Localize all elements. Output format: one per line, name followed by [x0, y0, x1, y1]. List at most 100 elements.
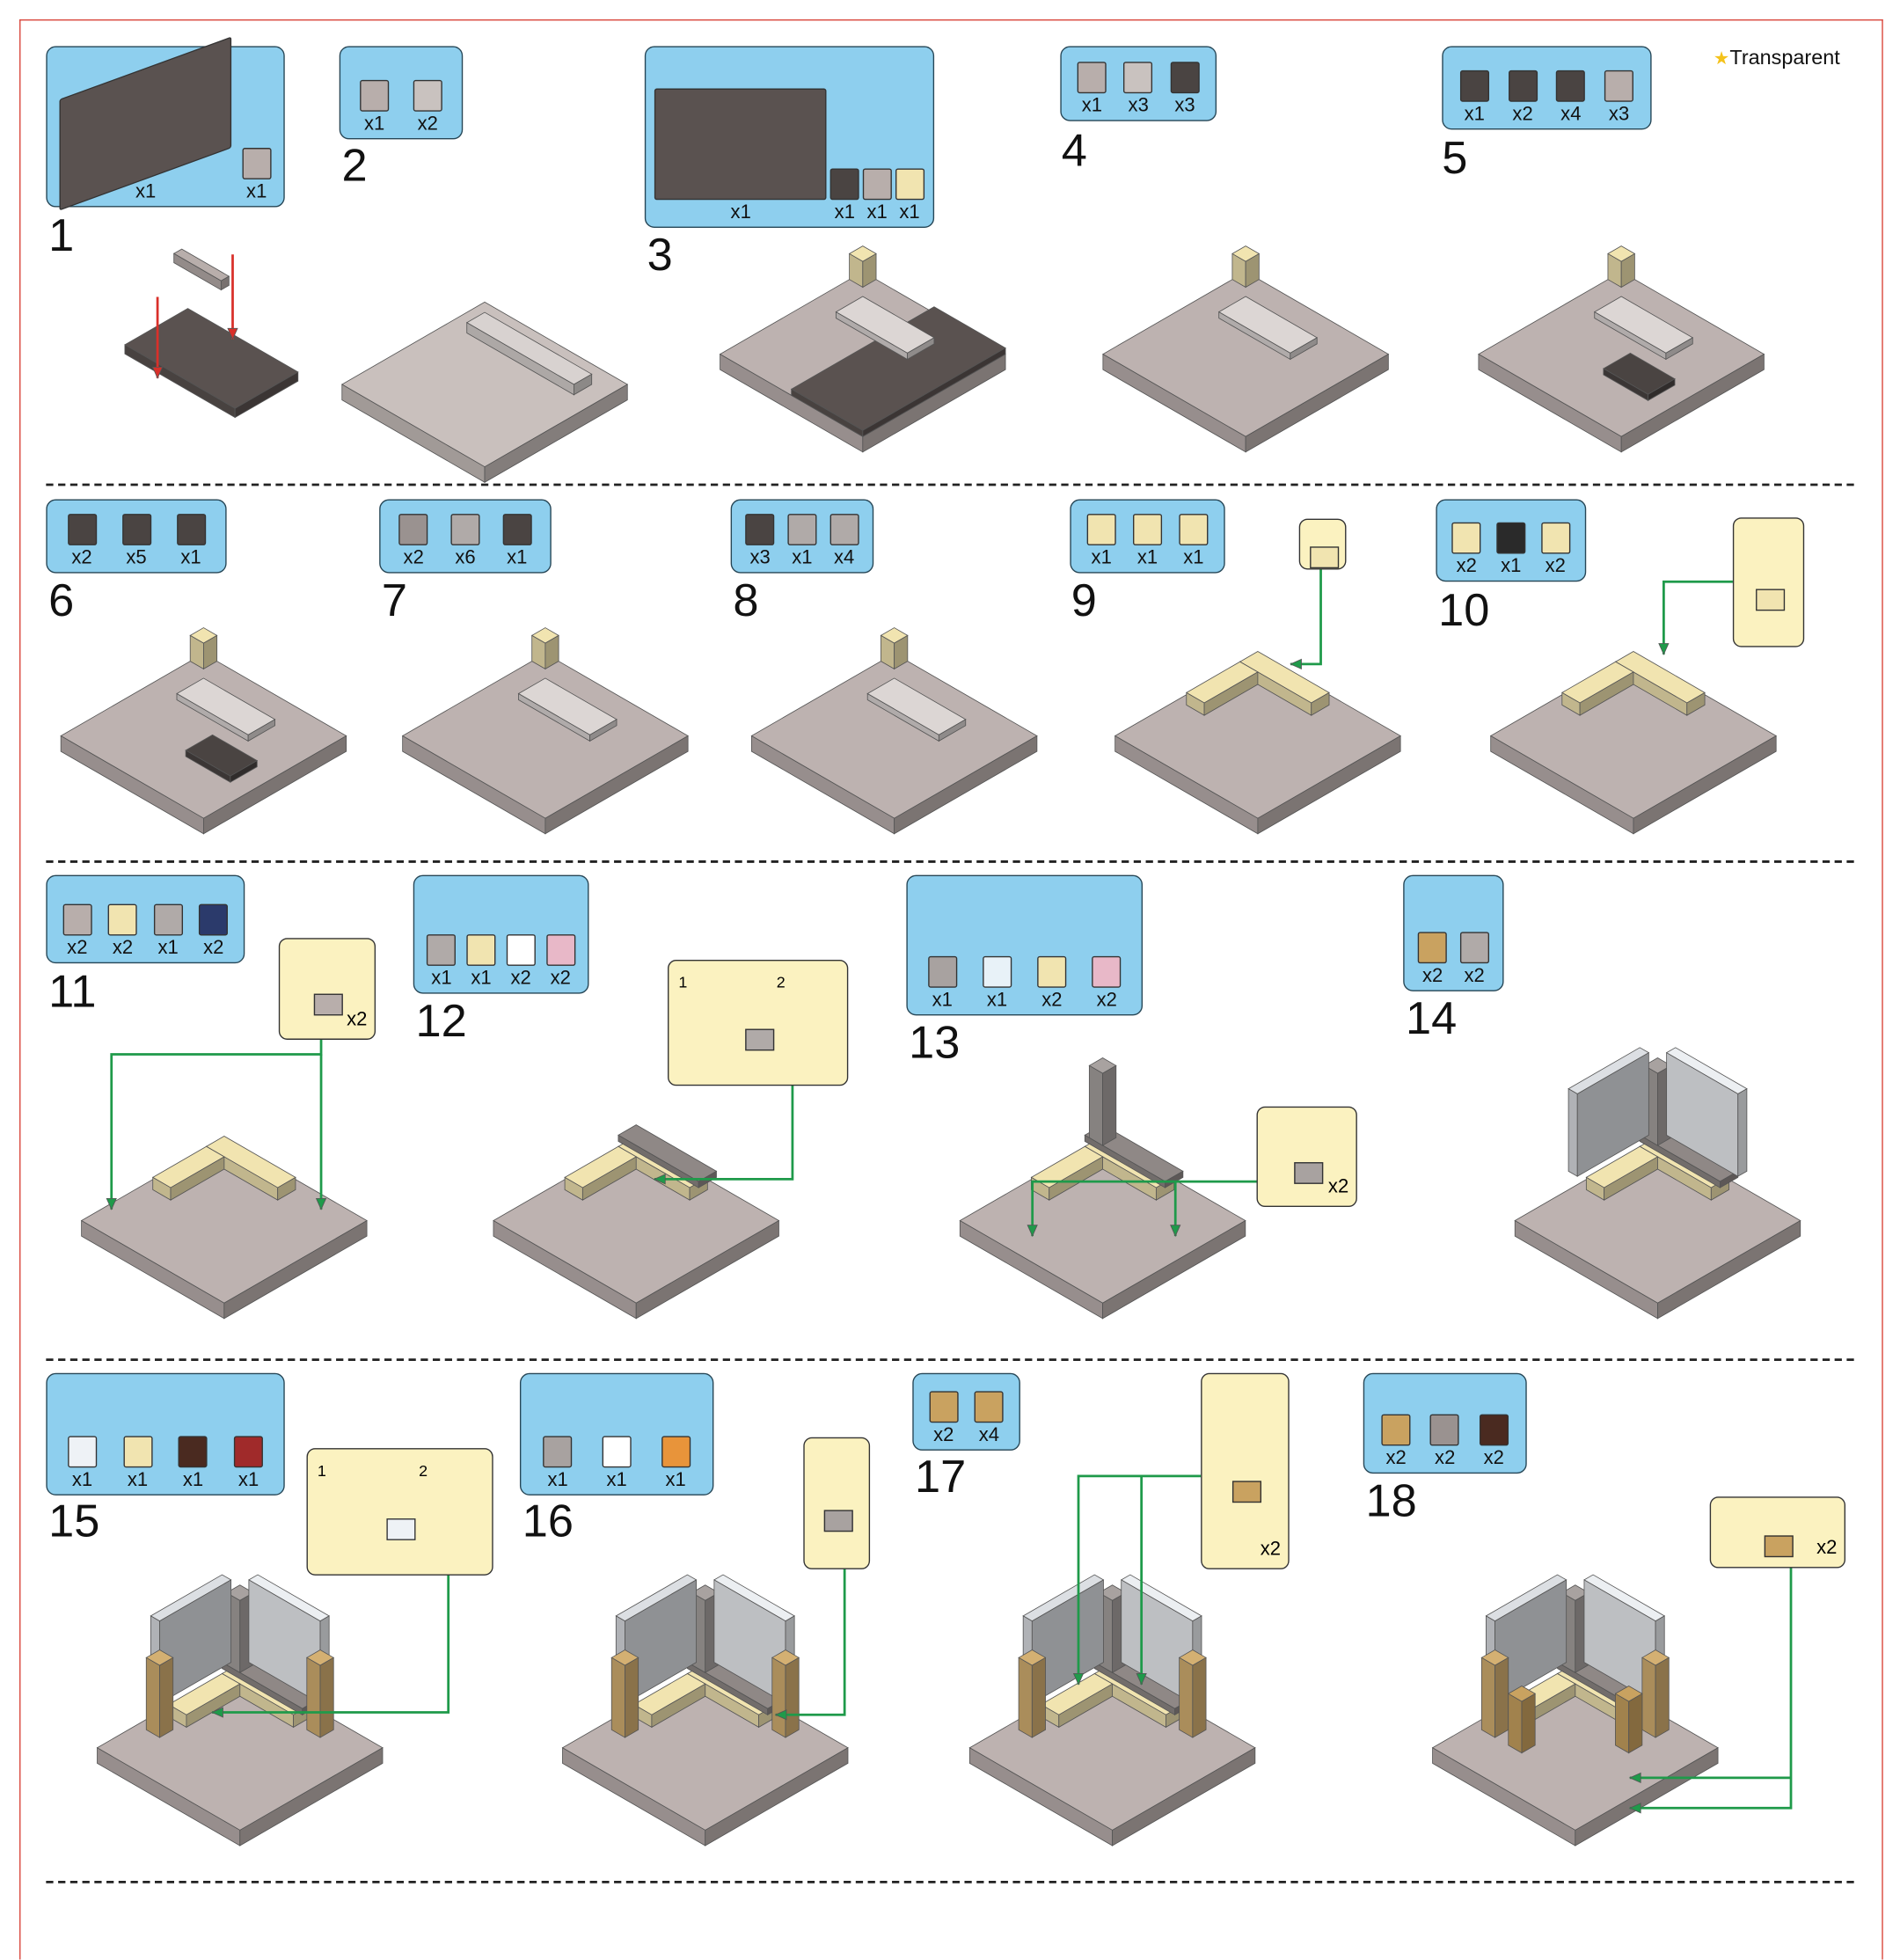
part-item: x2 — [1037, 955, 1067, 1011]
step-number: 4 — [1061, 126, 1087, 178]
part-count: x1 — [834, 202, 855, 223]
brick-icon — [1123, 62, 1153, 94]
part-count: x1 — [606, 1469, 627, 1491]
green-arrow — [654, 1083, 794, 1181]
brick-icon — [545, 934, 575, 966]
part-item: x1 — [895, 168, 924, 223]
part-item: x2 — [1540, 522, 1570, 577]
window-panel — [1568, 1087, 1578, 1177]
pillar — [306, 1656, 321, 1738]
part-count: x1 — [71, 1469, 93, 1491]
part-count: x1 — [157, 938, 179, 959]
brick-icon — [502, 514, 532, 545]
brick-icon — [1508, 69, 1538, 102]
part-count: x3 — [749, 547, 771, 569]
part-count: x1 — [866, 202, 888, 223]
brick-icon — [829, 168, 859, 201]
tan-brick — [186, 1683, 241, 1729]
green-arrow — [1031, 1180, 1257, 1237]
star-icon: ★ — [1713, 48, 1730, 69]
step-number: 14 — [1405, 993, 1458, 1045]
brick-icon — [1459, 932, 1489, 964]
part-count: x2 — [1435, 1448, 1456, 1469]
part-item: x1 — [179, 1436, 208, 1490]
part-count: x5 — [126, 547, 147, 569]
part-count: x3 — [1608, 104, 1630, 125]
baseplate — [1245, 353, 1389, 453]
brick-icon — [122, 1436, 153, 1468]
part-count: x2 — [510, 968, 531, 990]
brick-icon — [360, 79, 390, 112]
part-count: x2 — [1545, 556, 1566, 577]
arrowhead-icon — [1628, 1803, 1641, 1814]
light-plate — [220, 275, 230, 291]
step-number: 18 — [1365, 1475, 1417, 1527]
part-item: x1 — [234, 1436, 264, 1491]
brick-icon — [153, 903, 183, 936]
part-item: x1 — [602, 1436, 632, 1491]
part-item: x2 — [413, 79, 442, 135]
part-count: x2 — [1483, 1448, 1504, 1469]
tan-brick — [862, 252, 877, 289]
pillar — [1031, 1656, 1046, 1738]
step-number: 13 — [909, 1018, 961, 1069]
step-number: 7 — [381, 575, 408, 627]
brick-icon — [466, 934, 496, 966]
brick-icon — [1540, 522, 1570, 554]
brick-icon — [1309, 546, 1339, 569]
step-number: 6 — [48, 575, 75, 627]
part-item: x4 — [974, 1391, 1004, 1445]
part-item: x2 — [199, 903, 229, 959]
pillar — [145, 1656, 160, 1738]
tan-brick — [1245, 252, 1260, 289]
arrowhead-icon — [1658, 643, 1670, 655]
brick-icon — [1381, 1414, 1411, 1446]
transparent-legend: ★Transparent — [1714, 46, 1840, 70]
tan-brick — [277, 1176, 296, 1201]
substep-number: 1 — [678, 973, 688, 991]
part-count: x1 — [431, 968, 452, 990]
part-item: x1 — [983, 955, 1012, 1011]
tan-brick — [1604, 1156, 1658, 1201]
arrowhead-icon — [151, 366, 164, 379]
brick-icon — [1179, 514, 1209, 545]
pillar — [319, 1656, 334, 1738]
tan-brick — [170, 1156, 225, 1201]
legend-label: Transparent — [1729, 46, 1840, 69]
window-panel — [159, 1579, 232, 1705]
plate — [589, 719, 618, 742]
brick-icon — [744, 1028, 774, 1051]
part-item: x1 — [242, 148, 272, 202]
pillar — [785, 1656, 800, 1738]
baseplate — [894, 735, 1038, 835]
row-divider — [46, 1358, 1854, 1361]
pillar — [1655, 1656, 1670, 1738]
part-item: x1 — [67, 1436, 98, 1491]
part-count: x1 — [507, 547, 528, 569]
brick-icon — [1077, 62, 1107, 94]
green-arrow — [110, 1037, 323, 1210]
part-count: x2 — [1385, 1448, 1407, 1469]
brick-icon — [543, 1436, 573, 1468]
part-item: x1 — [427, 934, 457, 990]
plate — [1665, 337, 1693, 361]
tan-brick — [1686, 691, 1706, 716]
part-item: x2 — [1381, 1414, 1411, 1469]
part-item: x2 — [1459, 932, 1489, 986]
part-count: x2 — [550, 968, 571, 990]
part-count: x1 — [238, 1469, 259, 1491]
brick-icon — [199, 903, 229, 936]
tan-brick — [544, 634, 559, 670]
brick-icon — [1496, 522, 1526, 554]
brick-icon — [398, 514, 428, 545]
baseplate — [203, 735, 347, 835]
dark-plate — [234, 371, 299, 419]
part-count: x2 — [1456, 556, 1477, 577]
plate — [1290, 337, 1318, 361]
part-item: x5 — [121, 514, 151, 569]
